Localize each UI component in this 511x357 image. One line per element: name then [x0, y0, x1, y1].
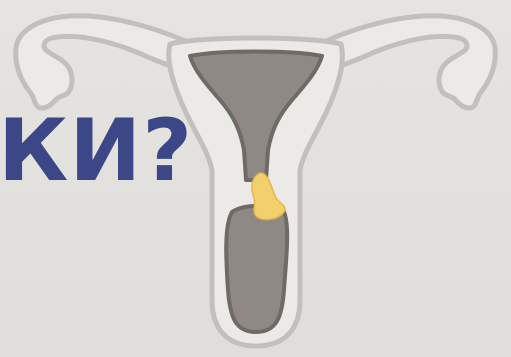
headline-text: КИ? [0, 108, 193, 194]
vaginal-canal [226, 206, 287, 332]
